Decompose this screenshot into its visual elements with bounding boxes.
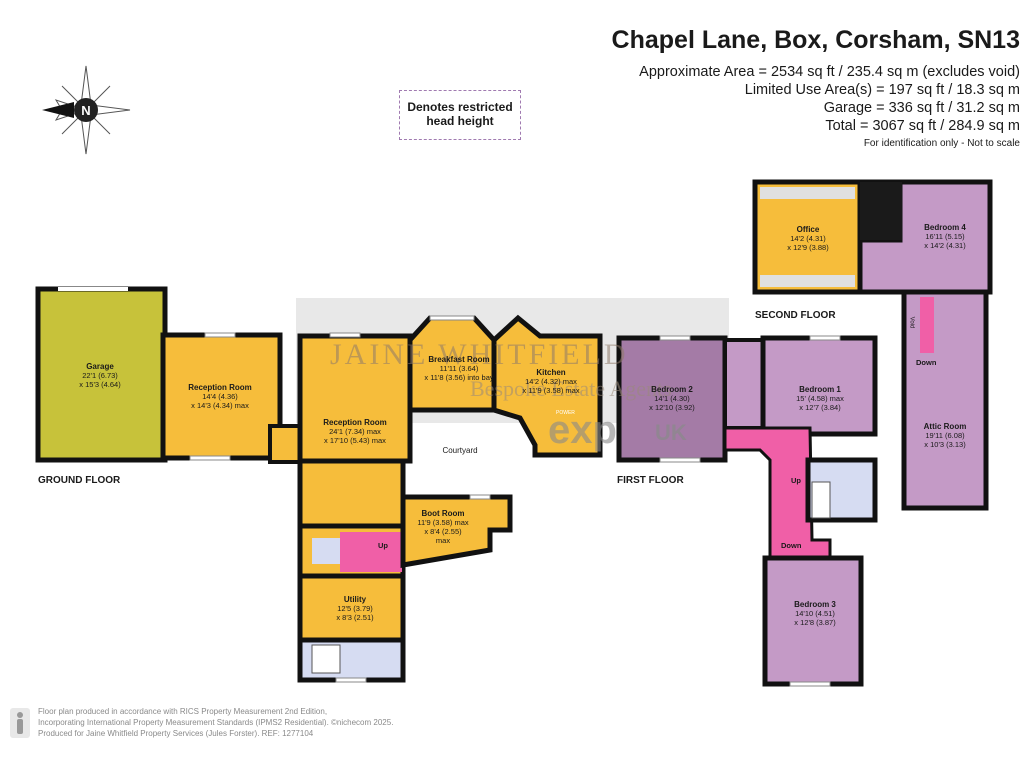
inner-hall-area xyxy=(297,458,406,529)
second-stairs-down-label: Down xyxy=(916,358,937,367)
restricted-height-legend: Denotes restricted head height xyxy=(399,90,521,140)
compass-icon: N xyxy=(42,65,131,155)
windows xyxy=(189,315,841,687)
wc-area xyxy=(312,538,340,564)
utility-label: Utility 12'5 (3.79) x 8'3 (2.51) xyxy=(336,595,374,622)
boot-room-area xyxy=(400,494,513,568)
watermark-agency: JAINE WHITFIELD xyxy=(330,338,629,371)
watermark-tagline: Bespoke Estate Agents xyxy=(470,376,672,401)
legend-line-2: head height xyxy=(426,114,494,128)
approx-area-line: Approximate Area = 2534 sq ft / 235.4 sq… xyxy=(639,64,1020,80)
identification-note: For identification only - Not to scale xyxy=(863,138,1020,149)
breakfast-room-label: Breakfast Room 11'11 (3.64) x 11'8 (3.56… xyxy=(424,355,494,382)
attic-room-area xyxy=(901,289,989,511)
watermark-brand-uk: UK xyxy=(655,420,687,445)
ground-stairs-up-label: Up xyxy=(378,541,388,550)
second-floor-label: SECOND FLOOR xyxy=(755,310,836,321)
watermark-brand: exp xyxy=(548,408,617,452)
power-label: POWER xyxy=(556,410,575,416)
reception-room-1-area xyxy=(160,332,283,461)
shower-tray xyxy=(311,644,341,674)
office-restricted-bottom xyxy=(760,275,855,287)
footer-line-3: Produced for Jaine Whitfield Property Se… xyxy=(38,729,314,738)
total-area-line: Total = 3067 sq ft / 284.9 sq m xyxy=(825,118,1020,134)
second-floor-stairs xyxy=(920,297,934,353)
bathtub xyxy=(811,481,831,519)
ground-stairs-area xyxy=(340,532,402,572)
first-floor-label: FIRST FLOOR xyxy=(617,475,684,486)
bedroom-2-label: Bedroom 2 14'1 (4.30) x 12'10 (3.92) xyxy=(649,385,695,412)
footer-line-2: Incorporating International Property Mea… xyxy=(38,718,394,727)
reception-room-2-label: Reception Room 24'1 (7.34) max x 17'10 (… xyxy=(323,418,387,445)
bedroom-4-label: Bedroom 4 16'11 (5.15) x 14'2 (4.31) xyxy=(924,223,966,250)
legend-line-1: Denotes restricted xyxy=(407,100,513,114)
first-stairs-up-label: Up xyxy=(791,476,801,485)
boot-room-label: Boot Room 11'9 (3.58) max x 8'4 (2.55) m… xyxy=(417,509,469,545)
garage-label: Garage 22'1 (6.73) x 15'3 (4.64) xyxy=(79,362,121,389)
bedroom-3-label: Bedroom 3 14'10 (4.51) x 12'8 (3.87) xyxy=(794,600,836,627)
kitchen-area xyxy=(491,314,603,458)
ground-floor-label: GROUND FLOOR xyxy=(38,475,121,486)
office-restricted-top xyxy=(760,187,855,199)
first-floor-closet xyxy=(723,338,765,430)
attic-room-label: Attic Room 19'11 (6.08) x 10'3 (3.13) xyxy=(923,422,967,449)
kitchen-label: Kitchen 14'2 (4.32) max x 11'9 (3.58) ma… xyxy=(522,368,580,395)
garage-area-line: Garage = 336 sq ft / 31.2 sq m xyxy=(823,100,1020,116)
reception-room-1-label: Reception Room 14'4 (4.36) x 14'3 (4.34)… xyxy=(188,383,252,410)
first-stairs-down-label: Down xyxy=(781,541,802,550)
person-scale-icon xyxy=(10,708,30,738)
limited-use-line: Limited Use Area(s) = 197 sq ft / 18.3 s… xyxy=(744,82,1020,98)
garage-door xyxy=(58,287,128,291)
compass-north-label: N xyxy=(81,103,90,118)
property-title: Chapel Lane, Box, Corsham, SN13 xyxy=(611,26,1020,54)
footer-credits: Floor plan produced in accordance with R… xyxy=(38,706,393,739)
void-label: Void xyxy=(908,316,915,329)
second-floor-void xyxy=(860,182,902,240)
footer-line-1: Floor plan produced in accordance with R… xyxy=(38,707,328,716)
office-label: Office 14'2 (4.31) x 12'9 (3.88) xyxy=(787,225,829,252)
bedroom-1-label: Bedroom 1 15' (4.58) max x 12'7 (3.84) xyxy=(796,385,844,412)
courtyard-label: Courtyard xyxy=(442,446,478,455)
